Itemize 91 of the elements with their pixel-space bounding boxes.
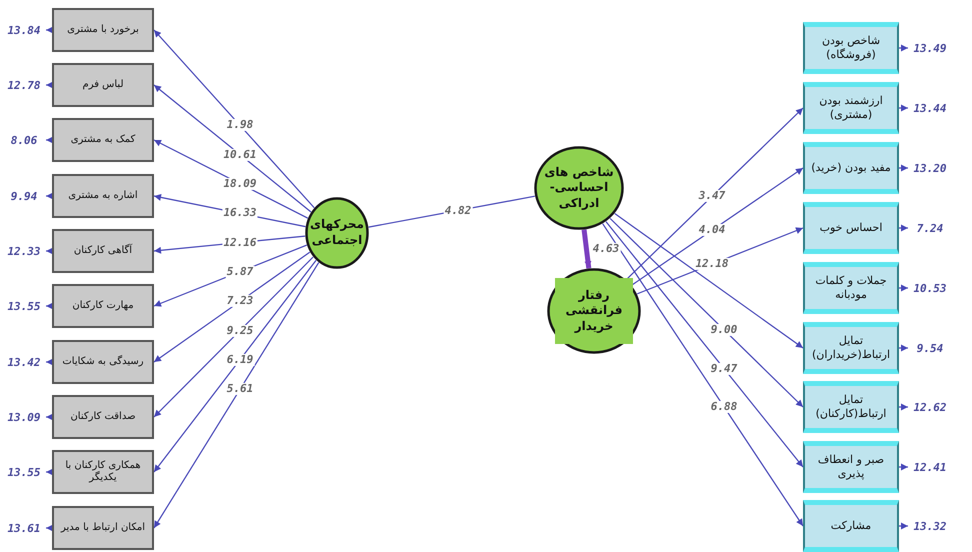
- indicator-box: صداقت کارکنان: [52, 395, 154, 439]
- error-value: 13.20: [908, 159, 952, 177]
- edge-label: 1.98: [226, 119, 254, 132]
- edge-label: 12.18: [694, 258, 730, 270]
- arrow: [46, 468, 53, 476]
- indicator-box: جملات و کلمات مودبانه: [803, 262, 899, 314]
- arrow: [154, 84, 312, 212]
- indicator-box: امکان ارتباط با مدیر: [52, 506, 154, 550]
- arrow: [899, 164, 908, 172]
- error-value: 8.06: [2, 131, 46, 149]
- edge-label: 16.33: [222, 207, 258, 220]
- indicator-box: لباس فرم: [52, 63, 154, 107]
- arrow: [46, 414, 53, 420]
- arrow: [899, 344, 908, 352]
- latent-ellipse: محرکهای اجتماعی: [305, 197, 369, 269]
- indicator-box: رسیدگی به شکایات: [52, 340, 154, 384]
- error-value: 12.78: [2, 76, 46, 94]
- edge-label: 4.63: [592, 242, 620, 256]
- arrow: [154, 256, 314, 418]
- edge-label: 5.87: [226, 266, 254, 278]
- edge-label: 10.61: [222, 148, 258, 161]
- arrow: [154, 30, 315, 208]
- arrow: [899, 464, 908, 470]
- indicator-box: صبر و انعطاف پذیری: [803, 441, 899, 493]
- indicator-box: آگاهی کارکنان: [52, 229, 154, 273]
- arrow: [154, 260, 317, 472]
- arrow: [602, 223, 804, 526]
- indicator-box: تمایل ارتباط(خریداران): [803, 322, 899, 374]
- edge-label: 6.19: [226, 354, 254, 366]
- arrow: [46, 358, 53, 366]
- arrow: [626, 108, 804, 280]
- arrow: [899, 522, 908, 530]
- arrow: [899, 224, 908, 232]
- error-value: 12.41: [908, 458, 952, 476]
- arrow: [46, 248, 53, 254]
- edge-label: 6.88: [710, 400, 738, 413]
- arrow: [610, 218, 804, 408]
- edge-label: 4.04: [698, 224, 726, 236]
- error-value: 13.09: [2, 408, 46, 426]
- edge-label: 9.00: [710, 324, 738, 336]
- arrow: [46, 82, 53, 88]
- edge-label: 3.47: [698, 190, 726, 202]
- error-value: 13.49: [908, 39, 952, 57]
- error-value: 13.61: [2, 519, 46, 537]
- indicator-box: اشاره به مشتری: [52, 174, 154, 218]
- error-value: 12.33: [2, 242, 46, 260]
- arrow: [46, 302, 53, 310]
- arrow: [154, 252, 310, 362]
- arrow: [46, 192, 53, 200]
- error-value: 13.84: [2, 21, 46, 39]
- error-value: 13.42: [2, 353, 46, 371]
- edge-label: 9.47: [710, 362, 738, 375]
- arrow: [899, 404, 908, 410]
- error-value: 10.53: [908, 279, 952, 297]
- error-value: 13.55: [2, 297, 46, 315]
- indicator-box: احساس خوب: [803, 202, 899, 254]
- edge-label: 5.61: [226, 383, 254, 396]
- edge-label: 7.23: [226, 295, 254, 308]
- edge-label: 18.09: [222, 178, 258, 190]
- indicator-box: برخورد با مشتری: [52, 8, 154, 52]
- edge-label: 9.25: [226, 324, 254, 337]
- error-value: 7.24: [908, 219, 952, 237]
- indicator-box: مهارت کارکنان: [52, 284, 154, 328]
- arrow: [46, 524, 53, 532]
- arrow: [899, 44, 908, 52]
- latent-ellipse: رفتار فرانقشی خریدار: [547, 268, 641, 354]
- indicator-box: تمایل ارتباط(کارکنان): [803, 381, 899, 433]
- indicator-box: مشارکت: [803, 500, 899, 552]
- indicator-box: ارزشمند بودن (مشتری): [803, 82, 899, 134]
- arrow: [46, 26, 53, 34]
- arrow: [631, 168, 804, 286]
- arrow: [46, 136, 53, 144]
- arrow: [154, 262, 320, 528]
- error-value: 13.44: [908, 99, 952, 117]
- error-value: 9.94: [2, 187, 46, 205]
- error-value: 12.62: [908, 398, 952, 416]
- indicator-box: کمک به مشتری: [52, 118, 154, 162]
- arrow: [606, 221, 804, 468]
- arrow: [899, 104, 908, 112]
- indicator-box: شاخص بودن (فروشگاه): [803, 22, 899, 74]
- error-value: 13.32: [908, 517, 952, 535]
- latent-ellipse: شاخص های احساسی-ادراکی: [534, 146, 624, 230]
- arrow: [614, 213, 804, 348]
- indicator-box: مفید بودن (خرید): [803, 142, 899, 194]
- error-value: 9.54: [908, 339, 952, 357]
- arrow: [899, 284, 908, 292]
- indicator-box: همکاری کارکنان با یکدیگر: [52, 450, 154, 494]
- edge-label: 4.82: [444, 204, 472, 217]
- edge-label: 12.16: [222, 236, 258, 249]
- arrow: [582, 229, 592, 269]
- error-value: 13.55: [2, 463, 46, 481]
